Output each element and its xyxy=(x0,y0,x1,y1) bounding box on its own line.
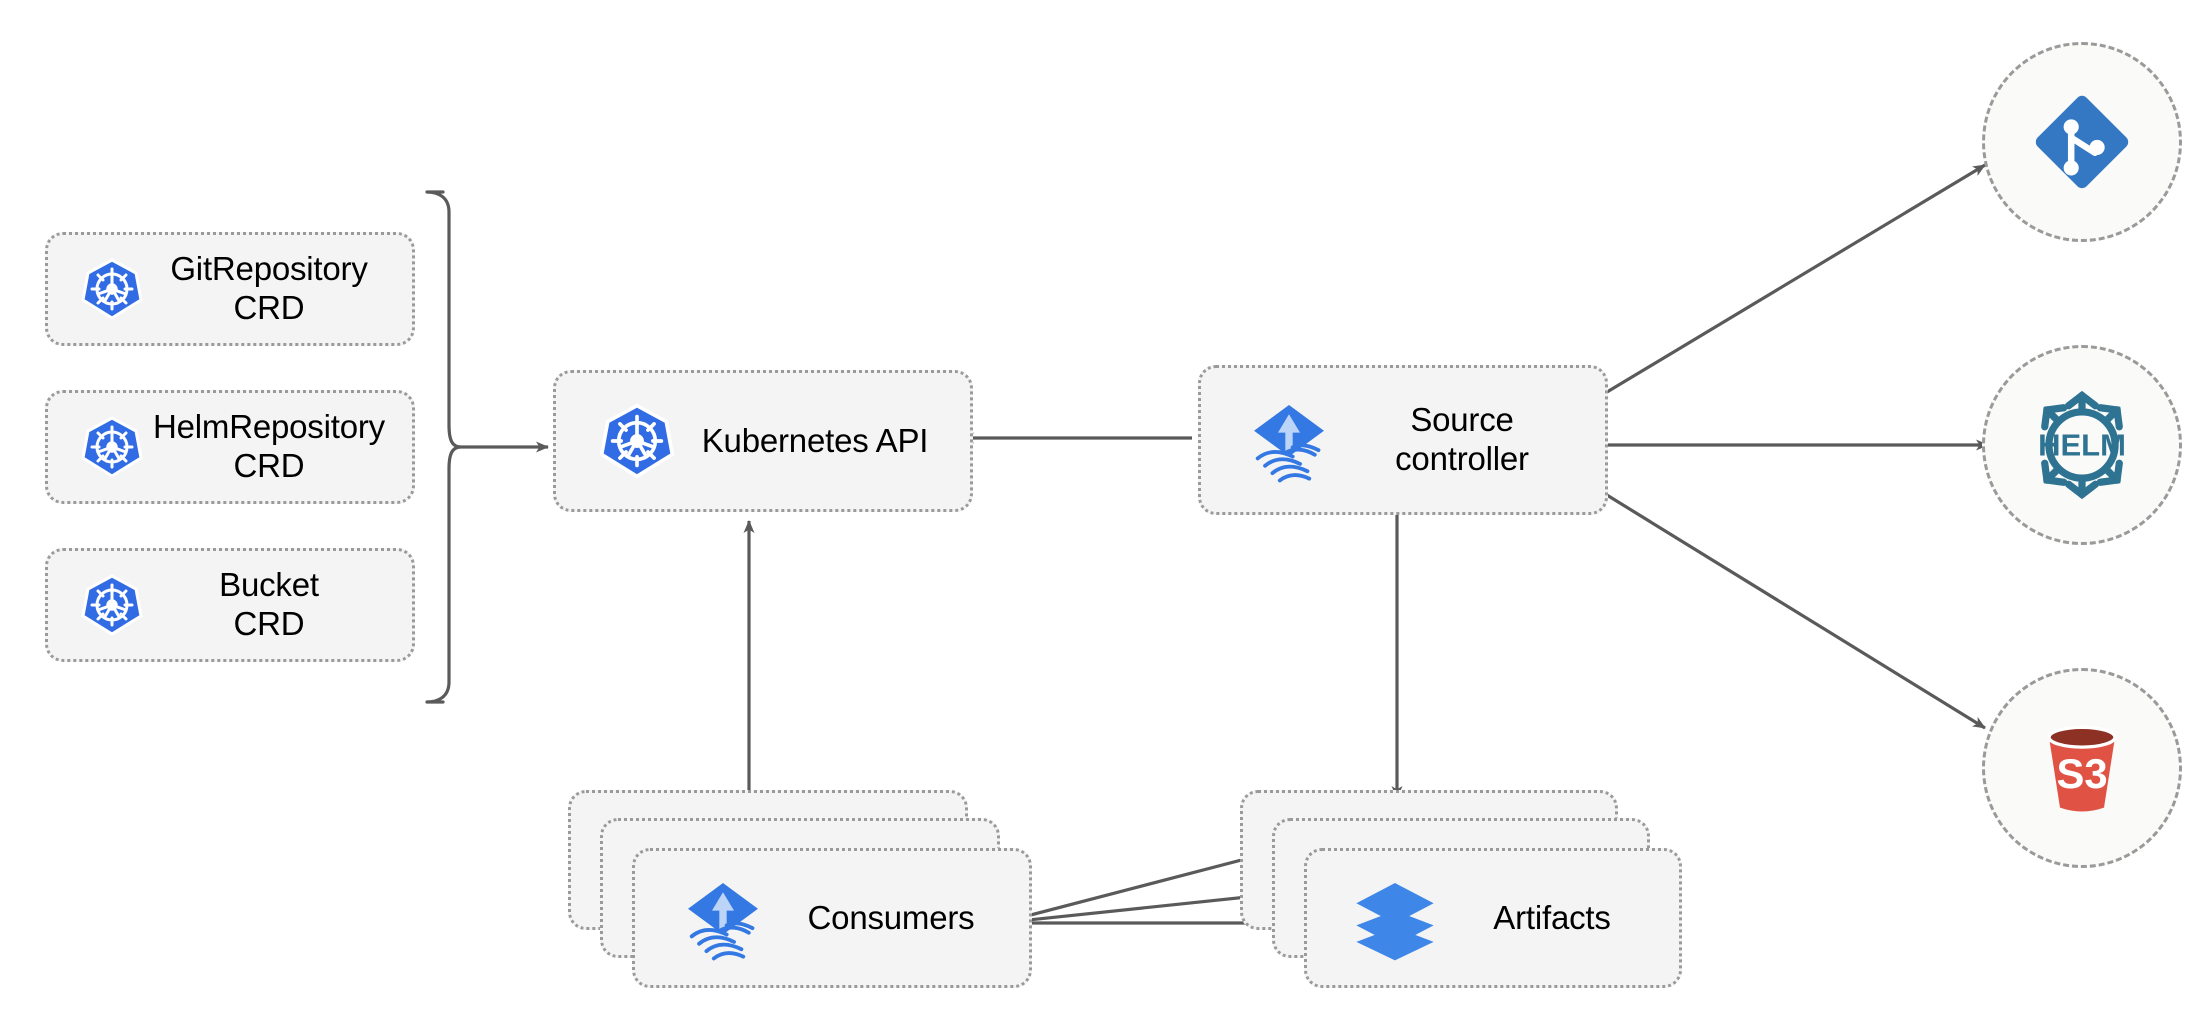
node-source-controller[interactable]: Source controller xyxy=(1198,365,1608,515)
node-gitrepository-crd[interactable]: GitRepository CRD xyxy=(45,232,415,346)
flux-icon xyxy=(1243,394,1335,486)
git-icon xyxy=(2028,88,2136,196)
edge-consumers-to-artifacts-1 xyxy=(999,854,1254,925)
node-consumers[interactable]: Consumers xyxy=(632,848,1032,988)
kubernetes-icon xyxy=(80,415,144,479)
edge-source-to-git xyxy=(1601,163,1986,397)
node-s3-source[interactable]: S3 xyxy=(1982,668,2182,868)
node-helmrepository-crd[interactable]: HelmRepository CRD xyxy=(45,390,415,504)
kubernetes-icon xyxy=(80,257,144,321)
s3-wordmark: S3 xyxy=(2056,750,2107,797)
node-bucket-crd[interactable]: Bucket CRD xyxy=(45,548,415,662)
kubernetes-icon xyxy=(598,402,676,480)
node-helm-source[interactable]: HELM xyxy=(1982,345,2182,545)
crd-group-brace xyxy=(425,190,462,704)
node-label-consumers: Consumers xyxy=(807,898,975,936)
node-label-artifacts: Artifacts xyxy=(1493,898,1611,936)
edge-source-to-s3 xyxy=(1601,490,1986,730)
s3-icon: S3 xyxy=(2027,713,2137,823)
helm-wordmark: HELM xyxy=(2038,427,2126,462)
crd-label: Bucket CRD xyxy=(219,566,319,642)
layers-icon xyxy=(1349,872,1441,964)
node-kubernetes-api[interactable]: Kubernetes API xyxy=(553,370,973,512)
kubernetes-icon xyxy=(80,573,144,637)
crd-label: HelmRepository CRD xyxy=(153,408,385,484)
helm-icon: HELM xyxy=(2020,383,2144,507)
node-label-source-controller: Source controller xyxy=(1395,401,1529,477)
node-git-source[interactable] xyxy=(1982,42,2182,242)
flux-icon xyxy=(677,872,769,964)
node-artifacts[interactable]: Artifacts xyxy=(1304,848,1682,988)
node-label-kubernetes-api: Kubernetes API xyxy=(701,421,929,459)
crd-label: GitRepository CRD xyxy=(170,250,368,326)
